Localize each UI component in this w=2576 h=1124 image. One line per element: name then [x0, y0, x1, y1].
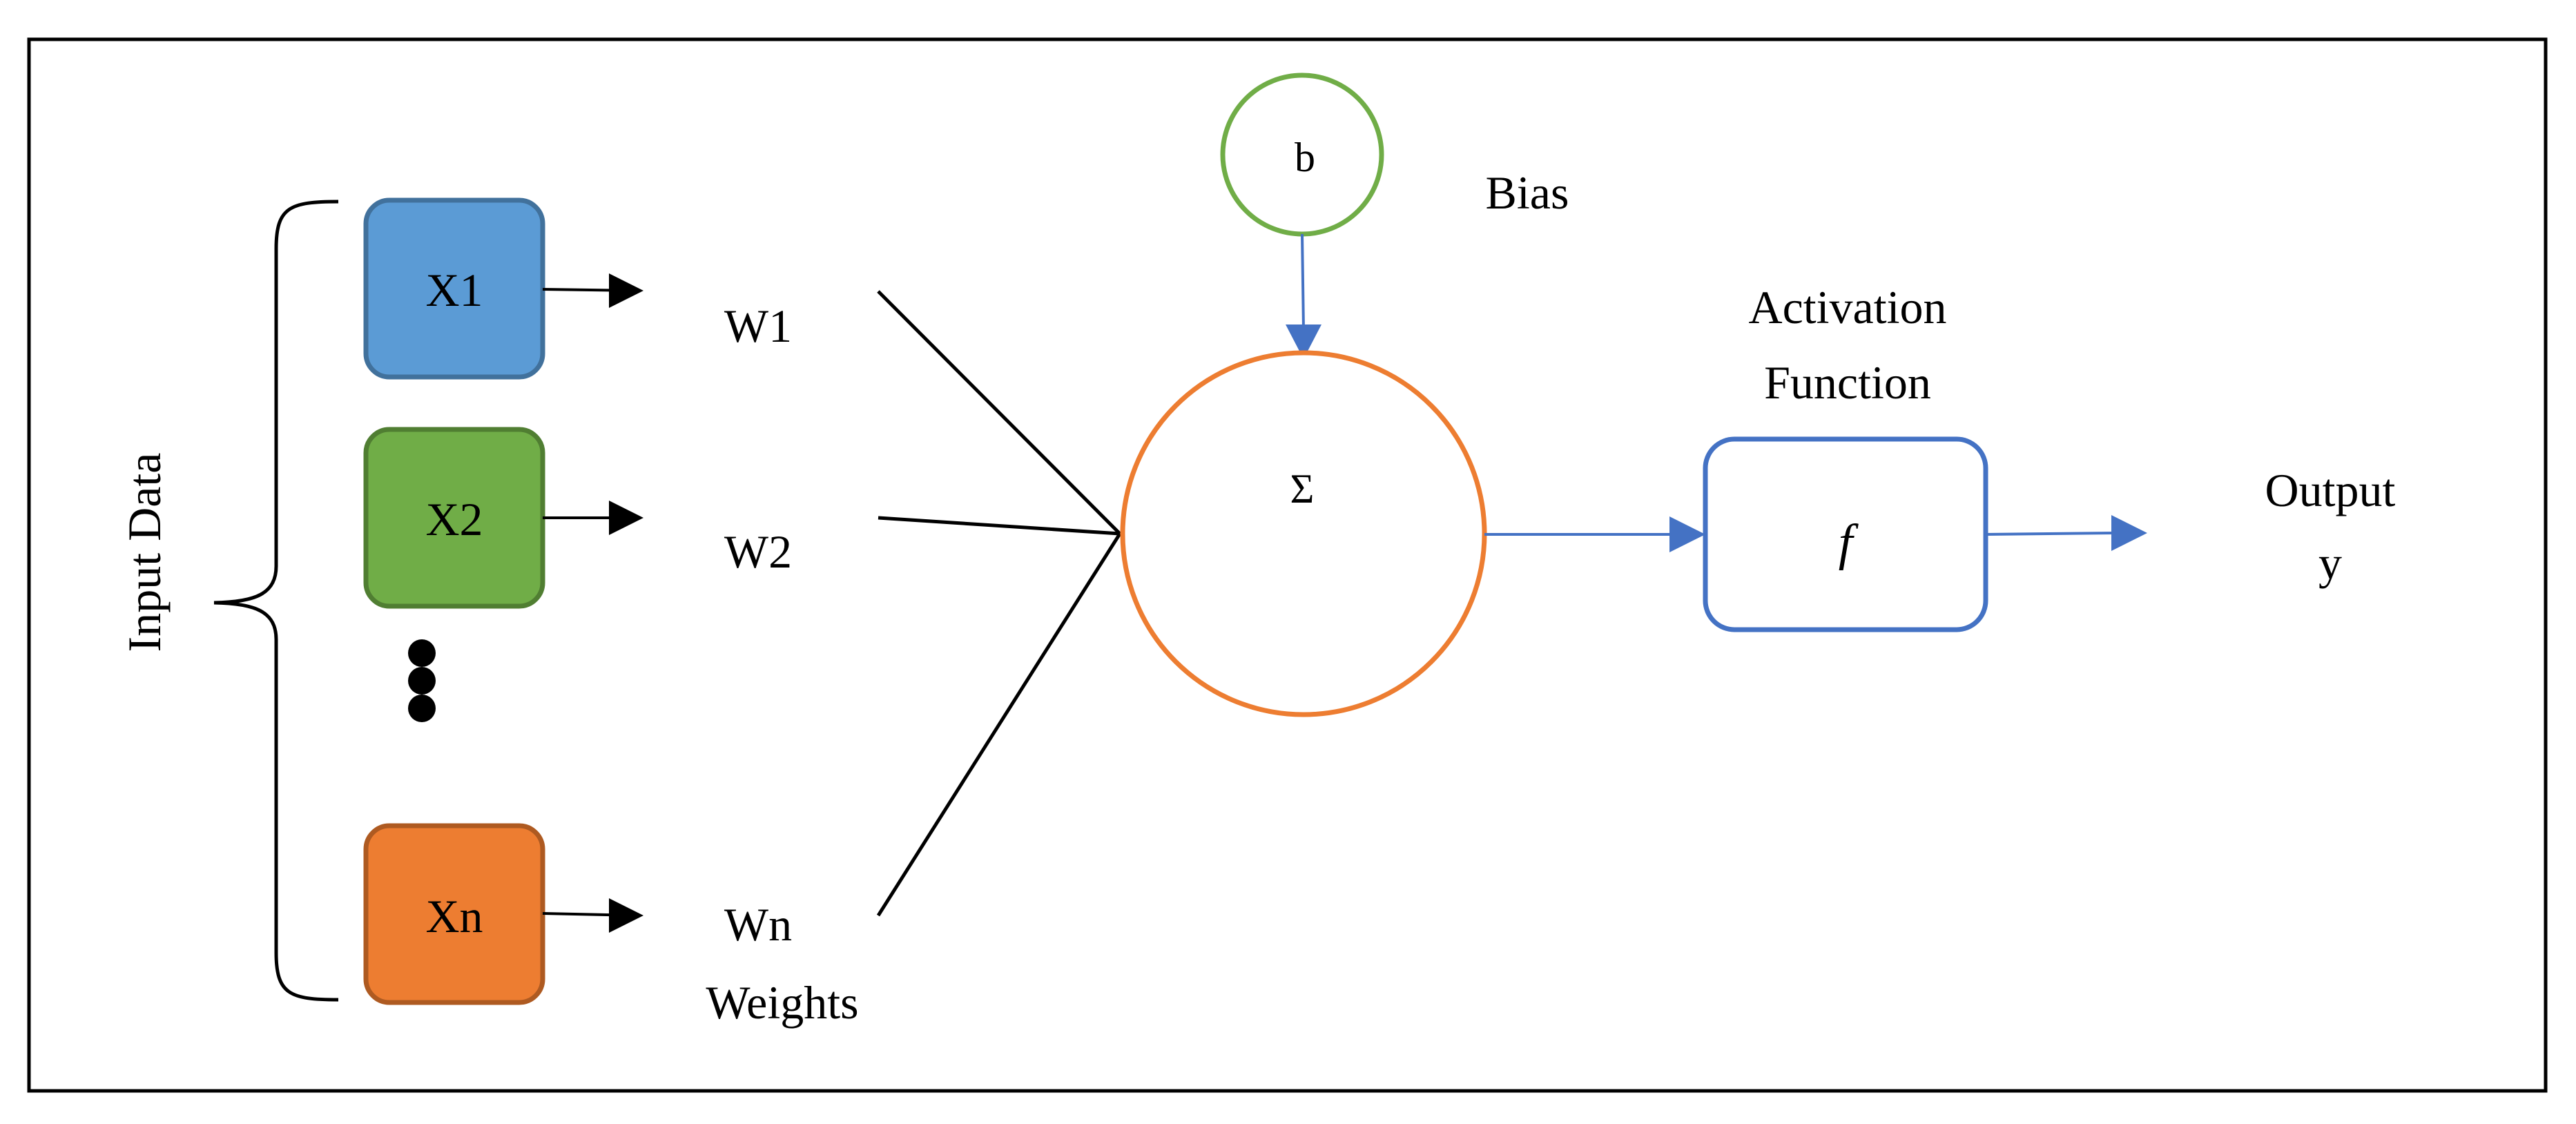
weight-w1-label: W1	[724, 300, 792, 352]
connection-wn	[876, 532, 1122, 917]
input-node-xn: Xn	[363, 823, 545, 1005]
activation-label-line1: Activation	[1748, 281, 1946, 333]
summation-symbol: Σ	[1290, 466, 1315, 512]
input-node-x1: X1	[363, 197, 545, 380]
activation-function-node: f	[1703, 436, 1988, 632]
activation-label-line2: Function	[1764, 356, 1931, 409]
output-label-line1: Output	[2265, 464, 2396, 516]
diagram-frame	[27, 37, 2548, 1093]
arrow-activation-to-output	[1985, 532, 2116, 536]
arrow-bias-to-sum	[1301, 233, 1305, 331]
bias-symbol: b	[1295, 135, 1315, 180]
weight-w2-label: W2	[724, 525, 792, 578]
input-xn-label: Xn	[425, 890, 483, 942]
bias-node: b	[1220, 72, 1384, 237]
weight-wn-label: Wn	[724, 898, 792, 951]
input-node-x2: X2	[363, 427, 545, 609]
input-data-label: Input Data	[118, 453, 171, 652]
connection-w2	[878, 516, 1121, 536]
weights-caption: Weights	[706, 976, 858, 1029]
ellipsis-dots	[408, 639, 436, 722]
summation-node: Σ	[1120, 350, 1487, 717]
input-x1-label: X1	[425, 264, 483, 316]
output-label-line2: y	[2318, 536, 2342, 589]
input-x2-label: X2	[425, 493, 483, 545]
input-data-brace	[213, 200, 339, 1002]
connection-w1	[877, 290, 1121, 535]
bias-label: Bias	[1486, 166, 1569, 219]
